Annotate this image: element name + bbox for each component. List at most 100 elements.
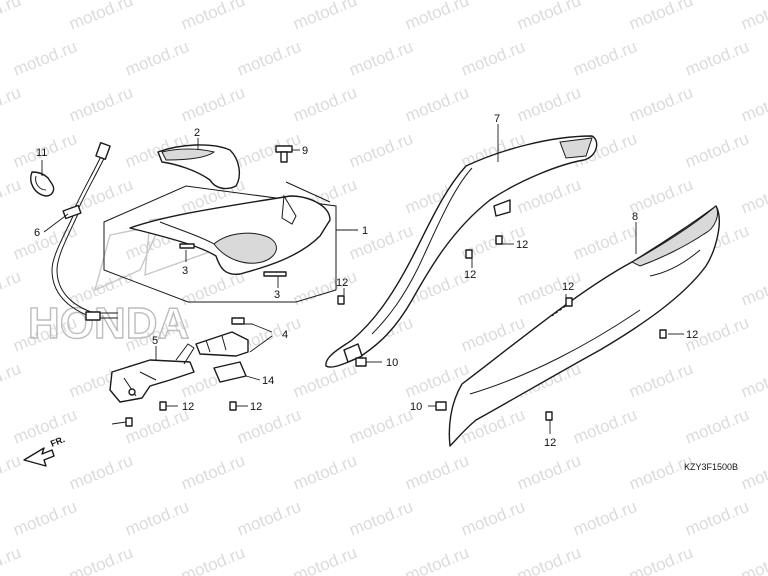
part-11-clip — [30, 171, 55, 197]
part-6-cable — [51, 142, 118, 321]
callouts: 1 2 3 3 4 5 6 7 8 9 10 10 11 12 12 12 12… — [34, 113, 698, 449]
watermark-text-88: motod.ru — [10, 497, 79, 540]
callout-12-f: 12 — [544, 437, 556, 449]
watermark-text-27: motod.ru — [346, 129, 415, 172]
diagram-code: KZY3F1500B — [684, 462, 738, 472]
callout-12-h: 12 — [250, 401, 262, 413]
watermark-text-13: motod.ru — [570, 37, 639, 80]
watermark-text-75: motod.ru — [346, 405, 415, 448]
watermark-text-19: motod.ru — [290, 83, 359, 126]
watermark-text-70: motod.ru — [626, 359, 695, 402]
watermark-text-32: motod.ru — [0, 175, 24, 218]
watermark-text-43: motod.ru — [346, 221, 415, 264]
watermark-text-40: motod.ru — [10, 221, 79, 264]
watermark-text-16: motod.ru — [0, 83, 24, 126]
watermark-text-83: motod.ru — [290, 451, 359, 494]
watermark-text-99: motod.ru — [290, 543, 359, 576]
callout-1: 1 — [362, 225, 368, 237]
watermark-text-90: motod.ru — [234, 497, 303, 540]
watermark-text-94: motod.ru — [682, 497, 751, 540]
watermark-text-2: motod.ru — [178, 0, 247, 34]
callout-10-a: 10 — [386, 357, 398, 369]
part-4-bracket — [195, 317, 249, 383]
watermark-text-7: motod.ru — [738, 0, 768, 34]
watermark-text-12: motod.ru — [458, 37, 527, 80]
watermark-text-100: motod.ru — [402, 543, 471, 576]
watermark-text-23: motod.ru — [738, 83, 768, 126]
watermark-text-14: motod.ru — [682, 37, 751, 80]
watermark-text-85: motod.ru — [514, 451, 583, 494]
watermark-text-20: motod.ru — [402, 83, 471, 126]
watermark-text-39: motod.ru — [738, 175, 768, 218]
callout-12-e: 12 — [686, 329, 698, 341]
callout-13: 14 — [262, 375, 274, 387]
part-9-bolt — [275, 145, 293, 163]
watermark-text-55: motod.ru — [738, 267, 768, 310]
watermark-text-86: motod.ru — [626, 451, 695, 494]
watermark-text-74: motod.ru — [234, 405, 303, 448]
watermark-text-71: motod.ru — [738, 359, 768, 402]
watermark-text-81: motod.ru — [66, 451, 135, 494]
callout-7: 7 — [494, 113, 500, 125]
callout-2: 2 — [194, 127, 200, 139]
watermark-text-30: motod.ru — [682, 129, 751, 172]
leader-lines — [41, 124, 684, 434]
callout-6: 6 — [34, 227, 40, 239]
watermark-text-1: motod.ru — [66, 0, 135, 34]
callout-12-b: 12 — [464, 269, 476, 281]
watermark-text-11: motod.ru — [346, 37, 415, 80]
watermark-text-87: motod.ru — [738, 451, 768, 494]
watermark-text-78: motod.ru — [682, 405, 751, 448]
callout-12-d: 12 — [562, 281, 574, 293]
front-indicator: FR. — [49, 434, 66, 449]
brand-logo: HONDA — [27, 209, 237, 349]
part-2-cover — [157, 144, 241, 190]
callout-9: 9 — [302, 145, 308, 157]
watermark-text-98: motod.ru — [178, 543, 247, 576]
watermark-text-93: motod.ru — [570, 497, 639, 540]
watermark-text-22: motod.ru — [626, 83, 695, 126]
watermark-text-89: motod.ru — [122, 497, 191, 540]
callout-8: 8 — [632, 211, 638, 223]
callout-12-c: 12 — [516, 239, 528, 251]
watermark-text-84: motod.ru — [402, 451, 471, 494]
watermark-text-96: motod.ru — [0, 543, 24, 576]
watermark-text-91: motod.ru — [346, 497, 415, 540]
callout-3-b: 3 — [274, 289, 280, 301]
part-5-stay — [109, 343, 195, 403]
watermark-text-72: motod.ru — [10, 405, 79, 448]
watermark-text-17: motod.ru — [66, 83, 135, 126]
part-1-inner-cover — [129, 181, 331, 277]
watermark-text-0: motod.ru — [0, 0, 24, 34]
callout-10-b: 10 — [410, 401, 422, 413]
watermark-text-3: motod.ru — [290, 0, 359, 34]
watermark-text-82: motod.ru — [178, 451, 247, 494]
watermark-text-9: motod.ru — [122, 37, 191, 80]
callout-4: 4 — [282, 329, 288, 341]
callout-11: 11 — [36, 147, 47, 159]
watermark-text-97: motod.ru — [66, 543, 135, 576]
watermark-text-102: motod.ru — [626, 543, 695, 576]
watermark-text-77: motod.ru — [570, 405, 639, 448]
callout-5: 5 — [152, 335, 158, 347]
watermark-text-18: motod.ru — [178, 83, 247, 126]
watermark-text-10: motod.ru — [234, 37, 303, 80]
watermark-text-4: motod.ru — [402, 0, 471, 34]
watermark-text-5: motod.ru — [514, 0, 583, 34]
watermark-text-8: motod.ru — [10, 37, 79, 80]
watermark-text-92: motod.ru — [458, 497, 527, 540]
part-8-side-cover — [448, 205, 720, 447]
watermark-text-48: motod.ru — [0, 267, 24, 310]
watermark-text-103: motod.ru — [738, 543, 768, 576]
watermark-text-51: motod.ru — [290, 267, 359, 310]
watermark-text-80: motod.ru — [0, 451, 24, 494]
callout-12-a: 12 — [336, 277, 348, 289]
watermark-text-67: motod.ru — [290, 359, 359, 402]
watermark-text-64: motod.ru — [0, 359, 24, 402]
part-7-side-cover — [325, 135, 598, 368]
watermark-text-45: motod.ru — [570, 221, 639, 264]
callout-12-g: 12 — [182, 401, 194, 413]
watermark-text-21: motod.ru — [514, 83, 583, 126]
assembly-1-outline — [103, 185, 337, 303]
